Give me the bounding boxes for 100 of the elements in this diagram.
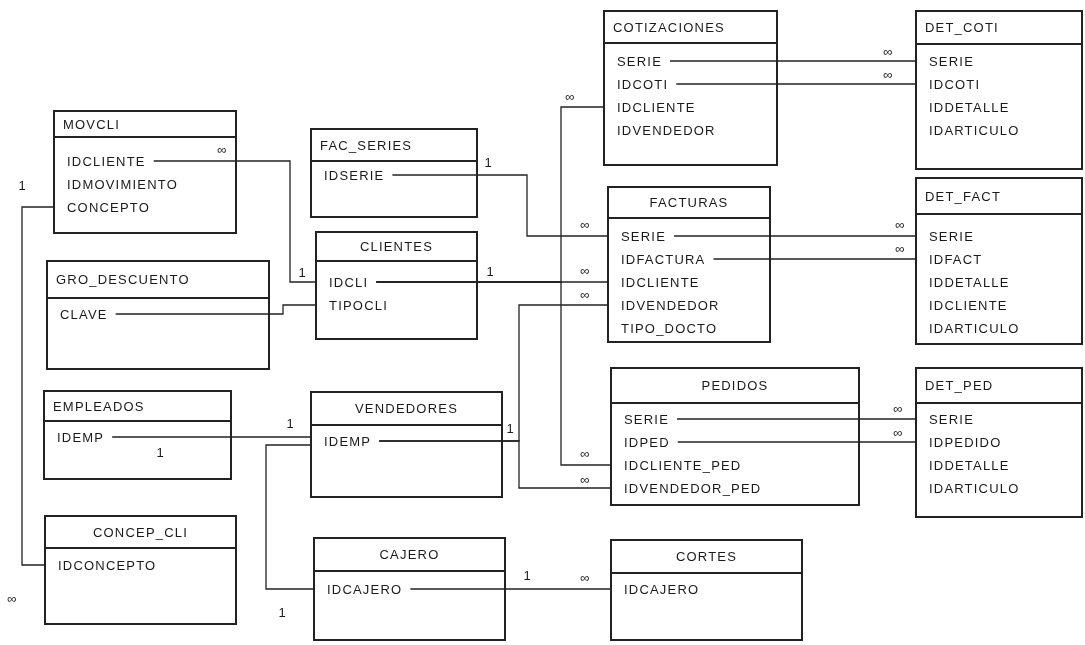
field-name: IDVENDEDOR — [609, 293, 728, 317]
field-name: IDCOTI — [917, 72, 989, 96]
table-box — [610, 539, 803, 641]
cardinality-mark: ∞ — [217, 142, 227, 156]
relationship-line — [712, 258, 918, 260]
table-box — [915, 177, 1083, 345]
cardinality-mark: ∞ — [580, 287, 590, 301]
cardinality-mark: ∞ — [883, 67, 893, 81]
table-name: PEDIDOS — [612, 369, 858, 404]
field-name: IDEMP — [45, 425, 113, 449]
relationship-line — [115, 304, 318, 315]
table-box — [603, 10, 778, 166]
relationship-line — [677, 441, 918, 443]
field-name: IDCLIENTE — [917, 293, 1016, 317]
field-name: IDCLI — [317, 270, 377, 294]
cardinality-mark: ∞ — [580, 263, 590, 277]
cardinality-mark: ∞ — [580, 570, 590, 584]
field-name: IDFACTURA — [609, 247, 714, 271]
cardinality-mark: ∞ — [893, 425, 903, 439]
relationship-line — [111, 436, 313, 438]
field-name: SERIE — [609, 224, 674, 248]
cardinality-mark: ∞ — [895, 217, 905, 231]
cardinality-mark: 1 — [286, 416, 294, 430]
cardinality-mark: ∞ — [895, 241, 905, 255]
table-name: GRO_DESCUENTO — [48, 262, 268, 299]
field-name: SERIE — [605, 49, 670, 73]
field-name: TIPO_DOCTO — [609, 316, 726, 340]
field-name: IDCONCEPTO — [46, 553, 165, 577]
field-name: IDPEDIDO — [917, 430, 1010, 454]
table-name: VENDEDORES — [312, 393, 501, 426]
cardinality-mark: ∞ — [580, 446, 590, 460]
relationship-line — [409, 588, 613, 590]
table-name: DET_FACT — [917, 179, 1081, 215]
cardinality-mark: ∞ — [7, 591, 17, 605]
table-box — [310, 128, 478, 218]
cardinality-mark: 1 — [484, 155, 492, 169]
table-box — [915, 10, 1083, 170]
field-name: IDEMP — [312, 429, 380, 453]
field-name: IDCAJERO — [612, 577, 708, 601]
table-name: FAC_SERIES — [312, 130, 476, 162]
relationship-line — [676, 418, 918, 420]
cardinality-mark: ∞ — [580, 472, 590, 486]
cardinality-mark: 1 — [18, 178, 26, 192]
table-name: DET_PED — [917, 369, 1081, 404]
table-name: CLIENTES — [317, 233, 476, 262]
relationship-line — [265, 444, 316, 590]
cardinality-mark: 1 — [156, 445, 164, 459]
field-name: IDMOVIMIENTO — [55, 172, 186, 196]
cardinality-mark: 1 — [486, 264, 494, 278]
table-name: EMPLEADOS — [45, 392, 230, 422]
relationship-line — [675, 83, 918, 85]
field-name: SERIE — [917, 224, 982, 248]
field-name: CONCEPTO — [55, 195, 159, 219]
field-name: IDCLIENTE_PED — [612, 453, 750, 477]
field-name: IDFACT — [917, 247, 991, 271]
table-name: CORTES — [612, 541, 801, 574]
cardinality-mark: 1 — [506, 421, 514, 435]
relationship-line — [673, 235, 918, 237]
field-name: IDDETALLE — [917, 95, 1018, 119]
relationship-line — [391, 174, 610, 237]
table-box — [915, 367, 1083, 518]
relationship-line — [21, 206, 56, 566]
table-name: CONCEP_CLI — [46, 517, 235, 549]
table-box — [44, 515, 237, 625]
field-name: IDCLIENTE — [609, 270, 708, 294]
table-box — [310, 391, 503, 498]
field-name: IDVENDEDOR_PED — [612, 476, 770, 500]
field-name: IDCAJERO — [315, 577, 411, 601]
field-name: IDCOTI — [605, 72, 677, 96]
cardinality-mark: ∞ — [580, 217, 590, 231]
relationship-line — [378, 440, 613, 489]
field-name: IDCLIENTE — [605, 95, 704, 119]
cardinality-mark: ∞ — [893, 401, 903, 415]
table-name: CAJERO — [315, 539, 504, 572]
field-name: IDVENDEDOR — [605, 118, 724, 142]
field-name: IDDETALLE — [917, 453, 1018, 477]
field-name: IDDETALLE — [917, 270, 1018, 294]
field-name: SERIE — [917, 407, 982, 431]
cardinality-mark: ∞ — [565, 89, 575, 103]
cardinality-mark: ∞ — [883, 44, 893, 58]
field-name: IDARTICULO — [917, 476, 1028, 500]
relationship-line — [669, 60, 918, 62]
cardinality-mark: 1 — [298, 265, 306, 279]
table-box — [46, 260, 270, 370]
table-box — [315, 231, 478, 340]
table-box — [610, 367, 860, 506]
table-box — [313, 537, 506, 641]
field-name: IDARTICULO — [917, 316, 1028, 340]
table-box — [53, 110, 237, 234]
table-name: COTIZACIONES — [605, 12, 776, 44]
table-name: MOVCLI — [55, 112, 235, 138]
relationship-line — [375, 281, 613, 466]
cardinality-mark: 1 — [523, 568, 531, 582]
field-name: IDARTICULO — [917, 118, 1028, 142]
field-name: TIPOCLI — [317, 293, 396, 317]
field-name: IDCLIENTE — [55, 149, 154, 173]
table-name: DET_COTI — [917, 12, 1081, 45]
field-name: IDSERIE — [312, 163, 393, 187]
table-box — [607, 186, 771, 343]
field-name: IDPED — [612, 430, 678, 454]
